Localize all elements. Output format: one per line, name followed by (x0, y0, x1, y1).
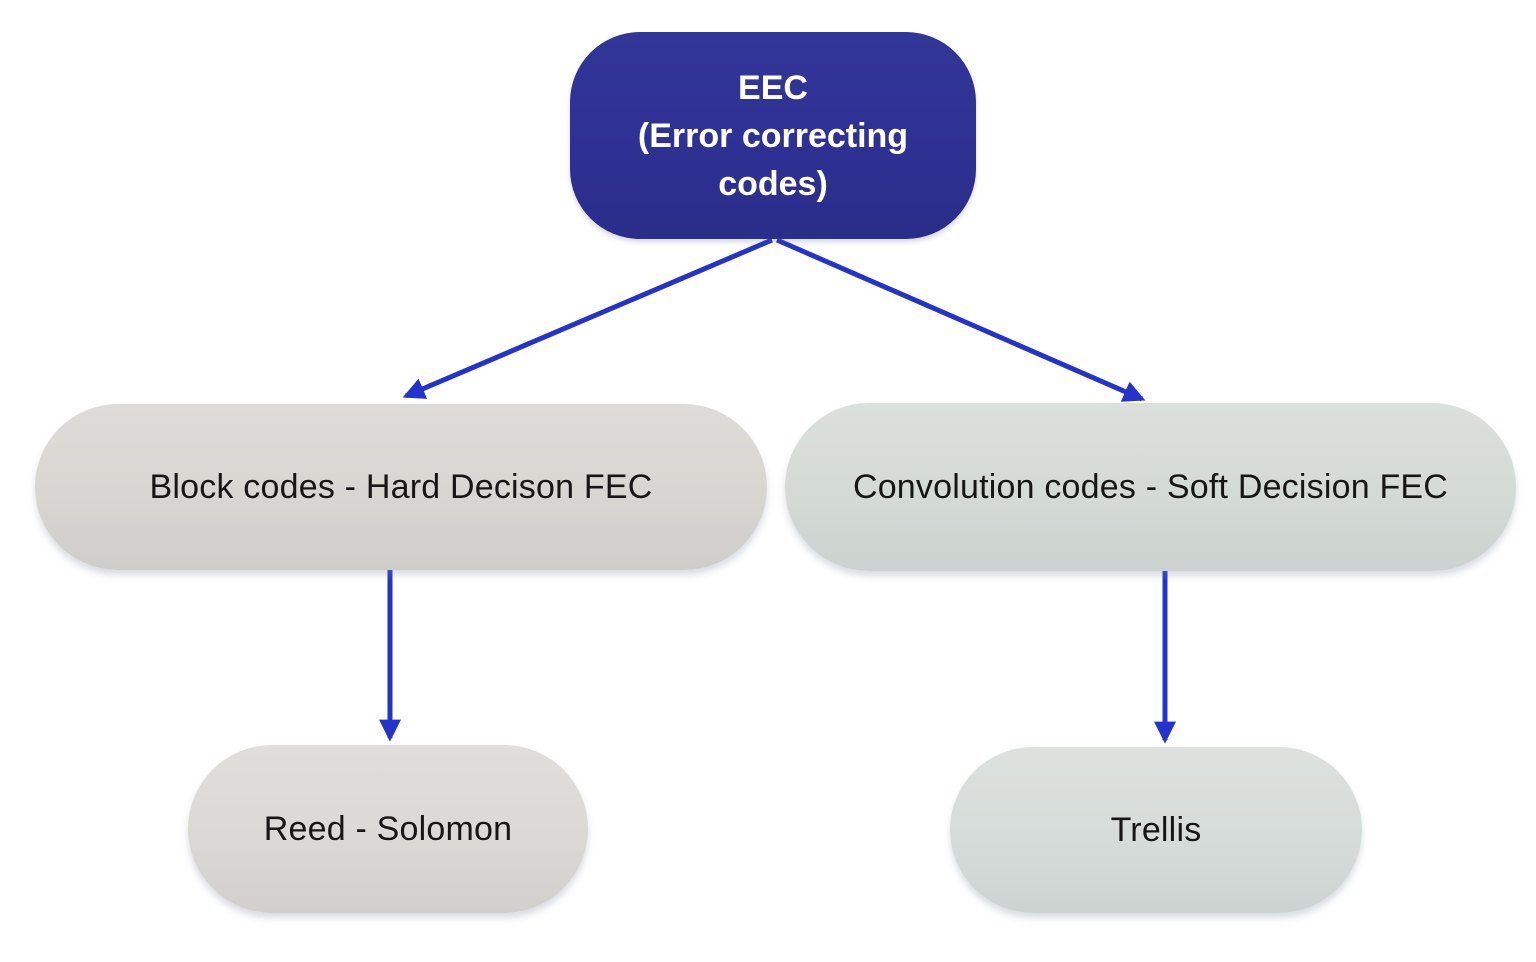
node-trellis: Trellis (950, 747, 1362, 913)
node-convolution-codes-label: Convolution codes - Soft Decision FEC (852, 467, 1449, 506)
node-eec: EEC (Error correcting codes) (570, 32, 976, 239)
node-eec-label: EEC (Error correcting codes) (570, 64, 976, 208)
node-block-codes-label: Block codes - Hard Decison FEC (149, 467, 653, 506)
edge-eec-to-block-codes-arrow (402, 237, 773, 399)
node-eec-label-line1: EEC (738, 68, 808, 107)
node-block-codes: Block codes - Hard Decison FEC (35, 404, 767, 570)
node-reed-solomon: Reed - Solomon (188, 745, 588, 913)
node-convolution-codes: Convolution codes - Soft Decision FEC (785, 403, 1516, 571)
node-eec-label-line2: (Error correcting codes) (637, 116, 909, 203)
node-trellis-label: Trellis (1110, 810, 1202, 849)
edge-eec-to-convolution-codes-arrow (776, 237, 1146, 402)
node-reed-solomon-label: Reed - Solomon (263, 809, 513, 848)
